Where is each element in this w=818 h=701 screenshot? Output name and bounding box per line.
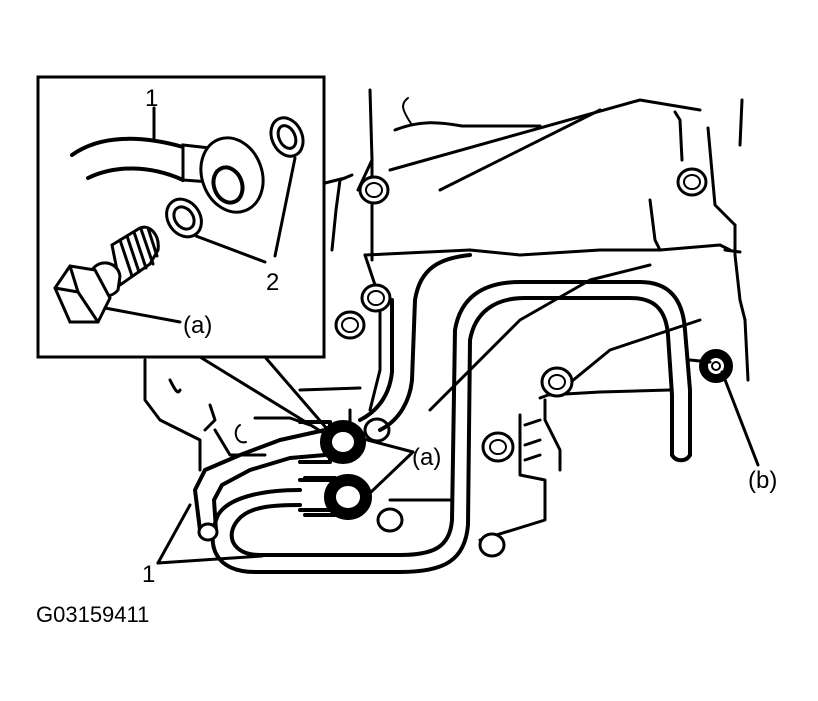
bolt-center (540, 366, 574, 398)
label-hose: 1 (142, 561, 155, 588)
leader-lines (156, 370, 760, 565)
banjo-fitting-upper (298, 420, 366, 464)
bolt-mid-left-1 (360, 283, 392, 313)
bolt-top-left (358, 175, 390, 205)
label-bolt-a: (a) (412, 444, 441, 471)
label-bolt-a-inset: (a) (183, 312, 212, 339)
bolt-small-1 (363, 417, 391, 443)
banjo-fitting-lower (303, 474, 372, 520)
label-bolt-b: (b) (748, 467, 777, 494)
figure-code: G03159411 (36, 602, 149, 627)
label-gasket-inset: 2 (266, 269, 279, 296)
inset-detail (36, 75, 330, 434)
bolt-mid-left-2 (334, 310, 366, 340)
bolt-center-low (481, 431, 515, 463)
bolt-top-right (676, 167, 708, 197)
bolt-small-2 (376, 507, 404, 533)
bolt-small-3 (478, 532, 506, 558)
label-hose-inset: 1 (145, 85, 158, 112)
bolt-b (699, 349, 733, 383)
engine-block (143, 88, 750, 542)
